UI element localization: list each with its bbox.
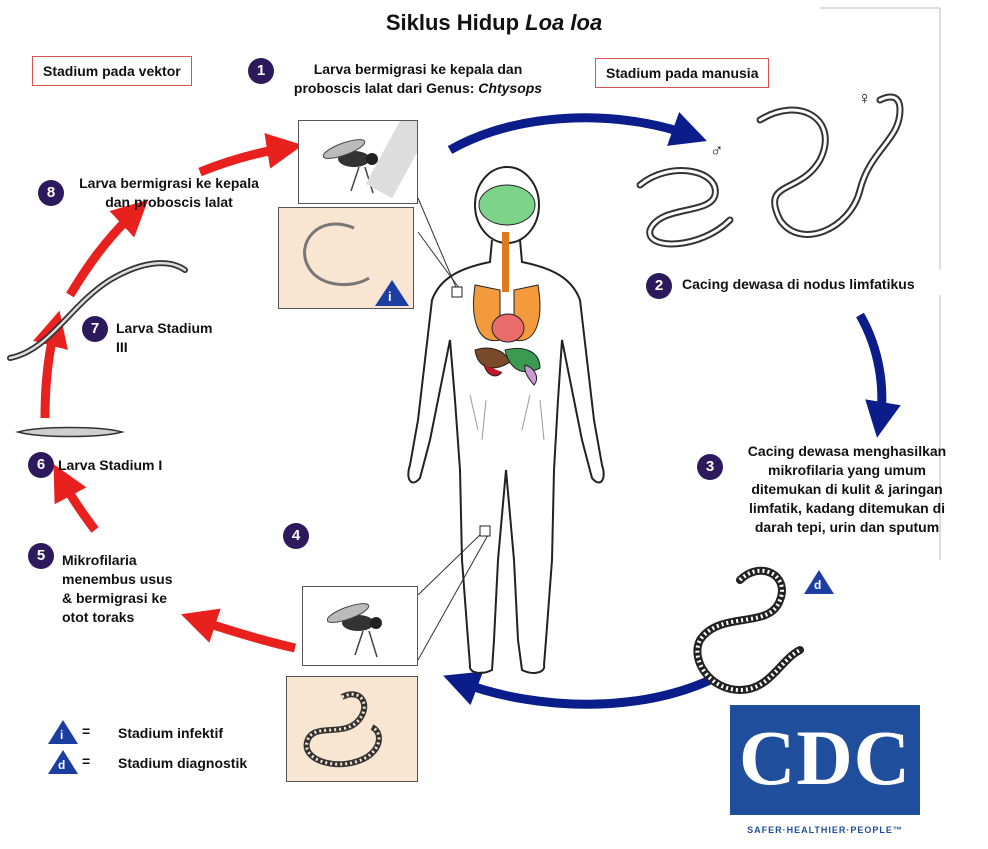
step-3-text: Cacing dewasa menghasilkan mikrofilaria … (722, 442, 972, 537)
step-5-text: Mikrofilaria menembus usus & bermigrasi … (62, 551, 172, 627)
step-8-text: Larva bermigrasi ke kepala dan proboscis… (64, 174, 274, 212)
larva-stage-1 (18, 428, 122, 437)
step-7-text: Larva Stadium III (116, 319, 212, 357)
female-symbol: ♀ (858, 88, 872, 109)
cdc-logo-text: CDC (730, 713, 920, 803)
fly-panel-bottom (302, 586, 418, 666)
arrow-5-to-6 (62, 480, 95, 530)
legend: i = Stadium infektif d = Stadium diagnos… (48, 720, 268, 780)
fly-icon (299, 121, 417, 203)
fly-panel-top (298, 120, 418, 204)
microfilaria-small-icon (287, 677, 417, 781)
arrow-2-to-3 (860, 315, 882, 420)
legend-infective-eq: = (82, 722, 90, 741)
legend-diagnostic-label: Stadium diagnostik (118, 754, 247, 773)
arrow-3-to-4 (460, 680, 710, 704)
step-6-text: Larva Stadium I (58, 456, 162, 475)
legend-infective-label: Stadium infektif (118, 724, 223, 743)
step-6-number: 6 (28, 452, 54, 478)
step-4-number: 4 (283, 523, 309, 549)
step-2-text: Cacing dewasa di nodus limfatikus (682, 275, 915, 294)
step-5-number: 5 (28, 543, 54, 569)
microfilaria (697, 571, 800, 690)
step-2-number: 2 (646, 273, 672, 299)
arrow-1-to-2 (450, 118, 690, 150)
male-symbol: ♂ (710, 140, 724, 161)
microfilaria-panel (286, 676, 418, 782)
arrow-4-to-5 (198, 620, 295, 648)
step-3-number: 3 (697, 454, 723, 480)
legend-diagnostic-eq: = (82, 752, 90, 771)
arrow-8-to-1 (200, 148, 285, 172)
cdc-tagline: SAFER·HEALTHIER·PEOPLE™ (730, 825, 920, 835)
fly-icon-bottom (303, 587, 417, 665)
step-8-number: 8 (38, 180, 64, 206)
larva-panel: i (278, 207, 414, 309)
cdc-logo: CDC SAFER·HEALTHIER·PEOPLE™ (730, 705, 920, 815)
step-7-number: 7 (82, 316, 108, 342)
step-1-text: Larva bermigrasi ke kepala dan proboscis… (268, 60, 568, 98)
